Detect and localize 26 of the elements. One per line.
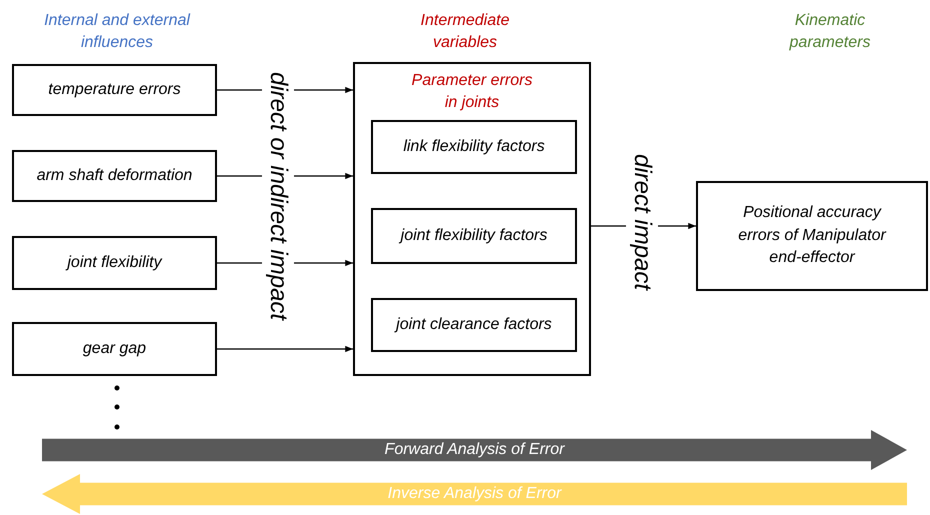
node-label: link flexibility factors xyxy=(402,136,546,157)
factor-box xyxy=(12,150,217,202)
factor-box xyxy=(371,298,577,352)
node-label: joint flexibility xyxy=(64,252,164,273)
factor-box xyxy=(371,208,577,264)
band-label: Forward Analysis of Error xyxy=(384,440,566,460)
node-label: arm shaft deformation xyxy=(36,166,194,186)
arrow xyxy=(217,346,353,352)
node-label: Positional accuracy errors of Manipulator end-effector xyxy=(737,203,888,268)
group-box xyxy=(353,62,591,376)
result-box xyxy=(696,181,928,291)
column-heading: Internal and external influences xyxy=(43,11,192,53)
band-label: Inverse Analysis of Error xyxy=(386,484,563,504)
inverse-arrow-band xyxy=(42,474,907,514)
column-heading: Intermediate variables xyxy=(420,11,510,53)
node-label: gear gap xyxy=(82,338,148,359)
group-title: Parameter errors in joints xyxy=(410,71,534,114)
column-heading: Kinematic parameters xyxy=(788,11,872,53)
forward-arrow-band xyxy=(42,430,907,470)
factor-box xyxy=(12,236,217,290)
factor-box xyxy=(12,64,217,116)
node-label: joint flexibility factors xyxy=(398,226,548,246)
node-label: temperature errors xyxy=(47,80,182,100)
factor-box xyxy=(371,120,577,174)
node-label: joint clearance factors xyxy=(393,314,553,335)
factor-box xyxy=(12,322,217,376)
